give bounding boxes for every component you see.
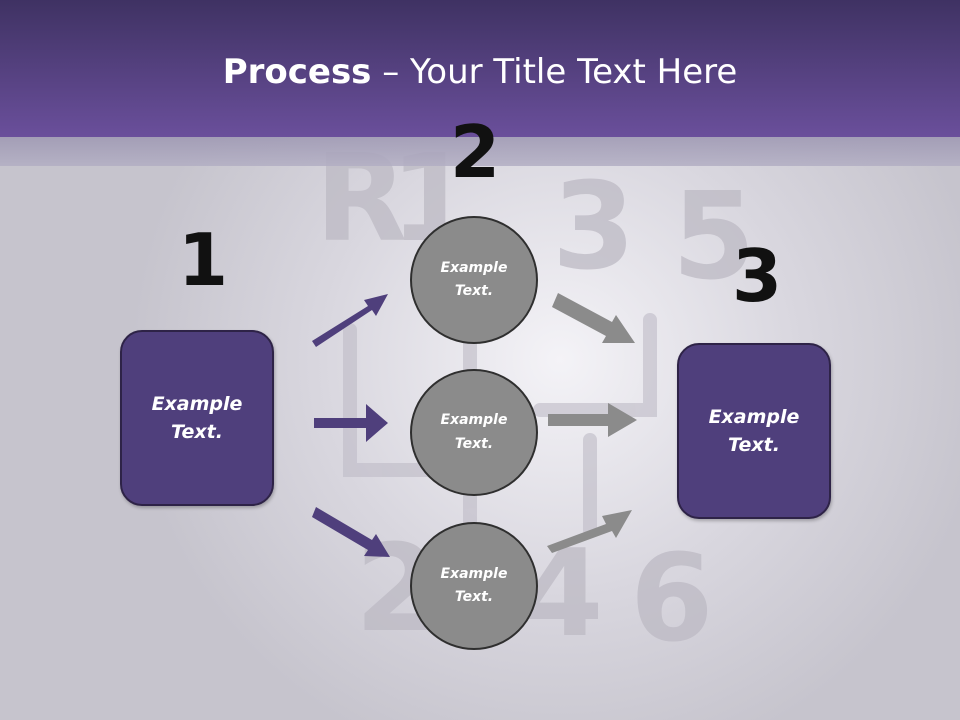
bg-glyph-3: 3 — [552, 158, 636, 297]
title-rest-part: – Your Title Text Here — [371, 52, 738, 92]
header-lower-band — [0, 137, 960, 166]
title-header-bar — [0, 0, 960, 137]
step-number-2: 2 — [450, 110, 501, 194]
arrow-start-to-bottom — [312, 507, 390, 557]
step-number-1: 1 — [178, 218, 229, 302]
arrow-top-to-end — [552, 293, 635, 343]
bg-gate-line-right — [533, 313, 657, 417]
title-bold-part: Process — [222, 52, 372, 92]
arrow-start-to-top — [312, 294, 388, 347]
arrow-bottom-to-end — [547, 510, 632, 553]
slide-title: Process – Your Title Text Here — [0, 52, 960, 92]
bg-glyph-6: 6 — [630, 530, 714, 669]
arrow-middle-to-end — [548, 403, 637, 437]
bg-glyph-5: 5 — [672, 168, 756, 307]
arrow-start-to-middle — [314, 404, 388, 442]
step-number-3: 3 — [732, 234, 783, 318]
